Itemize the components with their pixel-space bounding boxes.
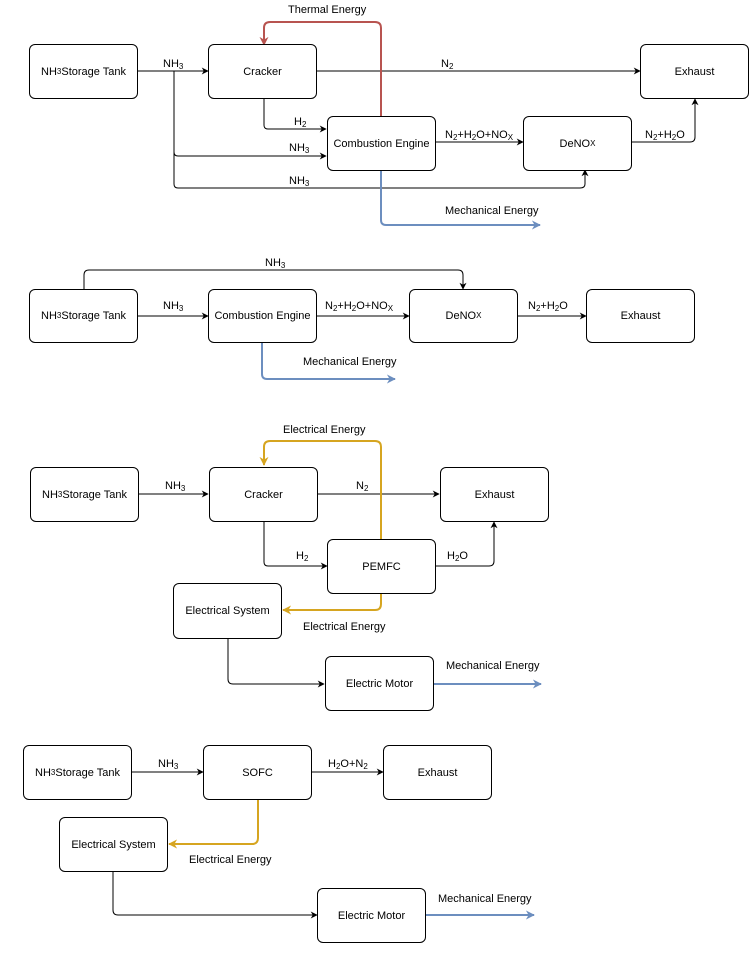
d4-electrical-system-box: Electrical System [59,817,168,872]
d4-electrical-energy-arrow [168,799,259,849]
d2-nh3-top-label: NH3 [265,257,286,270]
d3-electrical-energy-bottom-arrow [282,592,382,615]
d1-mechanical-energy-arrow [380,170,541,230]
d2-nh3-label: NH3 [163,300,184,313]
d3-exhaust-box: Exhaust [440,467,549,522]
d3-cracker-to-pemfc-arrow [263,521,328,570]
d4-sofc-box: SOFC [203,745,312,800]
d3-electrical-system-box: Electrical System [173,583,282,639]
d2-denox-output-label: N2+H2O [528,300,568,313]
d3-mechanical-energy-label: Mechanical Energy [446,660,540,672]
d1-cracker-box: Cracker [208,44,317,99]
d1-nh3-to-denox-arrow [173,150,589,189]
d1-nh3-label: NH3 [163,58,184,71]
d4-electric-motor-box: Electric Motor [317,888,426,943]
d3-nh3-label: NH3 [165,480,186,493]
d1-h2-label: H2 [294,116,307,129]
d1-n2-label: N2 [441,58,454,71]
d1-combustion-engine-box: Combustion Engine [327,116,436,171]
diagram3-connectors [138,490,498,688]
d2-engine-output-label: N2+H2O+NOX [325,300,394,313]
d3-electrical-energy-bottom-label: Electrical Energy [303,621,386,633]
d1-mechanical-energy-label: Mechanical Energy [445,205,539,217]
diagram2-connectors [83,269,587,320]
d2-exhaust-box: Exhaust [586,289,695,343]
d3-pemfc-to-exhaust-arrow [436,521,498,567]
d3-h2o-label: H2O [447,550,468,563]
d1-thermal-energy-label: Thermal Energy [288,4,367,16]
d1-engine-output-label: N2+H2O+NOX [445,129,514,142]
diagram1-connectors [137,67,699,189]
d4-sofc-output-label: H2O+N2 [328,758,368,771]
d2-mechanical-energy-arrow [261,342,396,384]
d4-system-to-motor-arrow [112,871,318,919]
d1-cracker-to-engine-arrow [263,98,327,133]
d3-cracker-box: Cracker [209,467,318,522]
d3-h2-label: H2 [296,550,309,563]
d2-nh3-top-to-denox-arrow [83,269,467,290]
d3-electric-motor-box: Electric Motor [325,656,434,711]
d3-system-to-motor-arrow [227,638,325,688]
d3-n2-label: N2 [356,480,369,493]
d2-mechanical-energy-label: Mechanical Energy [303,356,397,368]
d3-pemfc-box: PEMFC [327,539,436,594]
d4-exhaust-box: Exhaust [383,745,492,800]
d2-combustion-engine-box: Combustion Engine [208,289,317,343]
d1-denox-output-label: N2+H2O [645,129,685,142]
d1-nh3-engine-label: NH3 [289,142,310,155]
d4-nh3-label: NH3 [158,758,179,771]
d1-thermal-energy-arrow [259,21,382,116]
d1-exhaust-box: Exhaust [640,44,749,99]
d4-electrical-energy-label: Electrical Energy [189,854,272,866]
d4-mechanical-energy-label: Mechanical Energy [438,893,532,905]
d3-electrical-energy-top-arrow [259,440,382,540]
d1-nh3-denox-label: NH3 [289,175,310,188]
d3-electrical-energy-top-label: Electrical Energy [283,424,366,436]
diagram4-connectors [112,768,384,919]
d1-denox-to-exhaust-arrow [632,98,699,143]
